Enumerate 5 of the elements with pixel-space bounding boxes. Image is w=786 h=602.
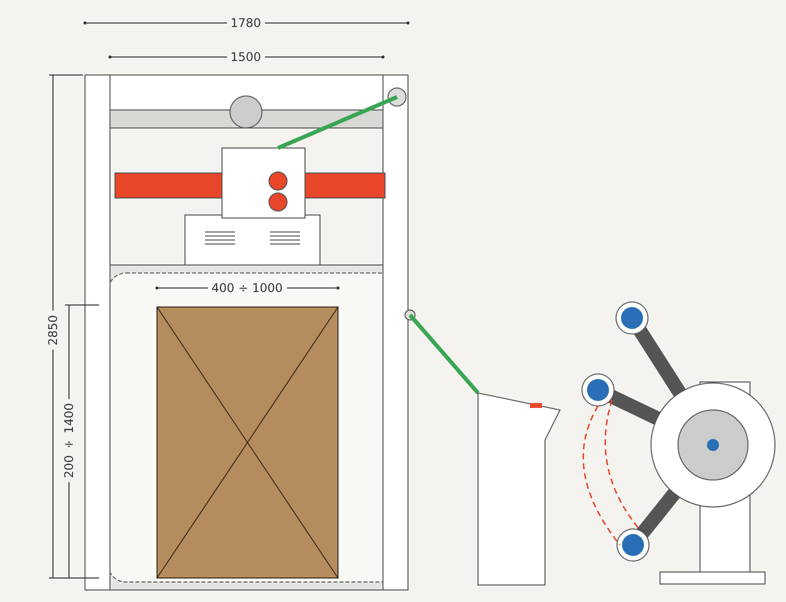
dimension-label: 2850 <box>46 310 60 350</box>
dimension-label: 400 ÷ 1000 <box>208 281 287 295</box>
dimension-label: 1780 <box>226 16 266 30</box>
dimension-label: 1500 <box>226 50 266 64</box>
dimension-label: 200 ÷ 1400 <box>62 398 76 482</box>
